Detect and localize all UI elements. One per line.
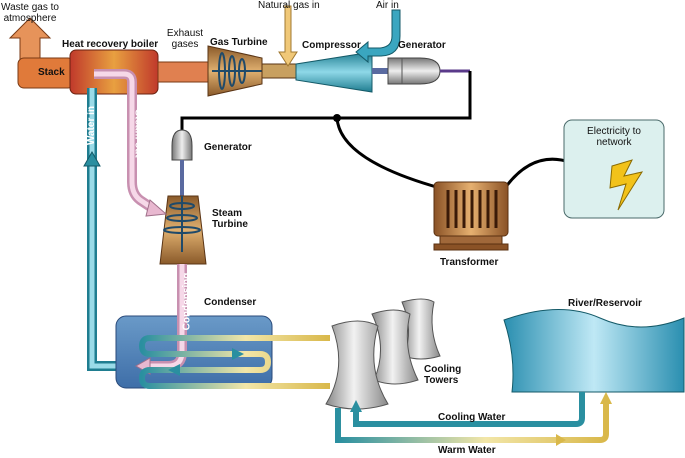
- transformer-label: Transformer: [440, 257, 499, 268]
- air-in-arrow: [355, 9, 401, 64]
- cable-junction: [333, 114, 341, 122]
- compressor-label: Compressor: [302, 40, 361, 51]
- steam-generator-label: Generator: [204, 142, 252, 153]
- cooling-water-pipe: [353, 392, 585, 427]
- stack-label: Stack: [38, 67, 65, 78]
- transformer: [433, 181, 509, 251]
- cooling-towers: [325, 298, 441, 410]
- shaft: [372, 68, 392, 74]
- cooling-towers-label: Cooling Towers: [424, 364, 462, 386]
- gas-turbine: [207, 45, 263, 97]
- exhaust-label: Exhaust gases: [166, 28, 204, 50]
- water-in-label: Water in: [86, 105, 98, 146]
- gas-turbine-label: Gas Turbine: [210, 37, 268, 48]
- waste-gas-label: Waste gas to atmosphere: [1, 2, 59, 24]
- electricity-label: Electricity to network: [587, 126, 641, 148]
- steam-generator: [171, 129, 193, 196]
- natural-gas-label: Natural gas in: [258, 0, 320, 11]
- steam-turbine-label: Steam Turbine: [212, 208, 248, 230]
- top-generator: [387, 57, 441, 85]
- air-in-label: Air in: [376, 0, 399, 11]
- water-arrow-head: [83, 150, 101, 167]
- steam-turbine: [159, 195, 207, 265]
- steam-out-label: Steam out: [132, 109, 144, 158]
- river-reservoir: [503, 308, 685, 393]
- compressor: [295, 51, 373, 93]
- river-label: River/Reservoir: [568, 298, 642, 309]
- warm-water-label: Warm Water: [438, 445, 496, 456]
- cooling-water-label: Cooling Water: [438, 412, 506, 423]
- electricity-network-box: [563, 119, 665, 219]
- top-generator-label: Generator: [398, 40, 446, 51]
- hrb-label: Heat recovery boiler: [62, 39, 159, 50]
- condenser-coil: [138, 335, 330, 389]
- combustion-link: [261, 63, 297, 79]
- condensing-label: Condensing: [181, 272, 193, 331]
- warm-water-pipe: [335, 400, 609, 443]
- natural-gas-arrow: [278, 5, 298, 67]
- exhaust-duct: [157, 61, 211, 83]
- steam-arrow-head: [145, 199, 168, 217]
- condenser-label: Condenser: [204, 297, 257, 308]
